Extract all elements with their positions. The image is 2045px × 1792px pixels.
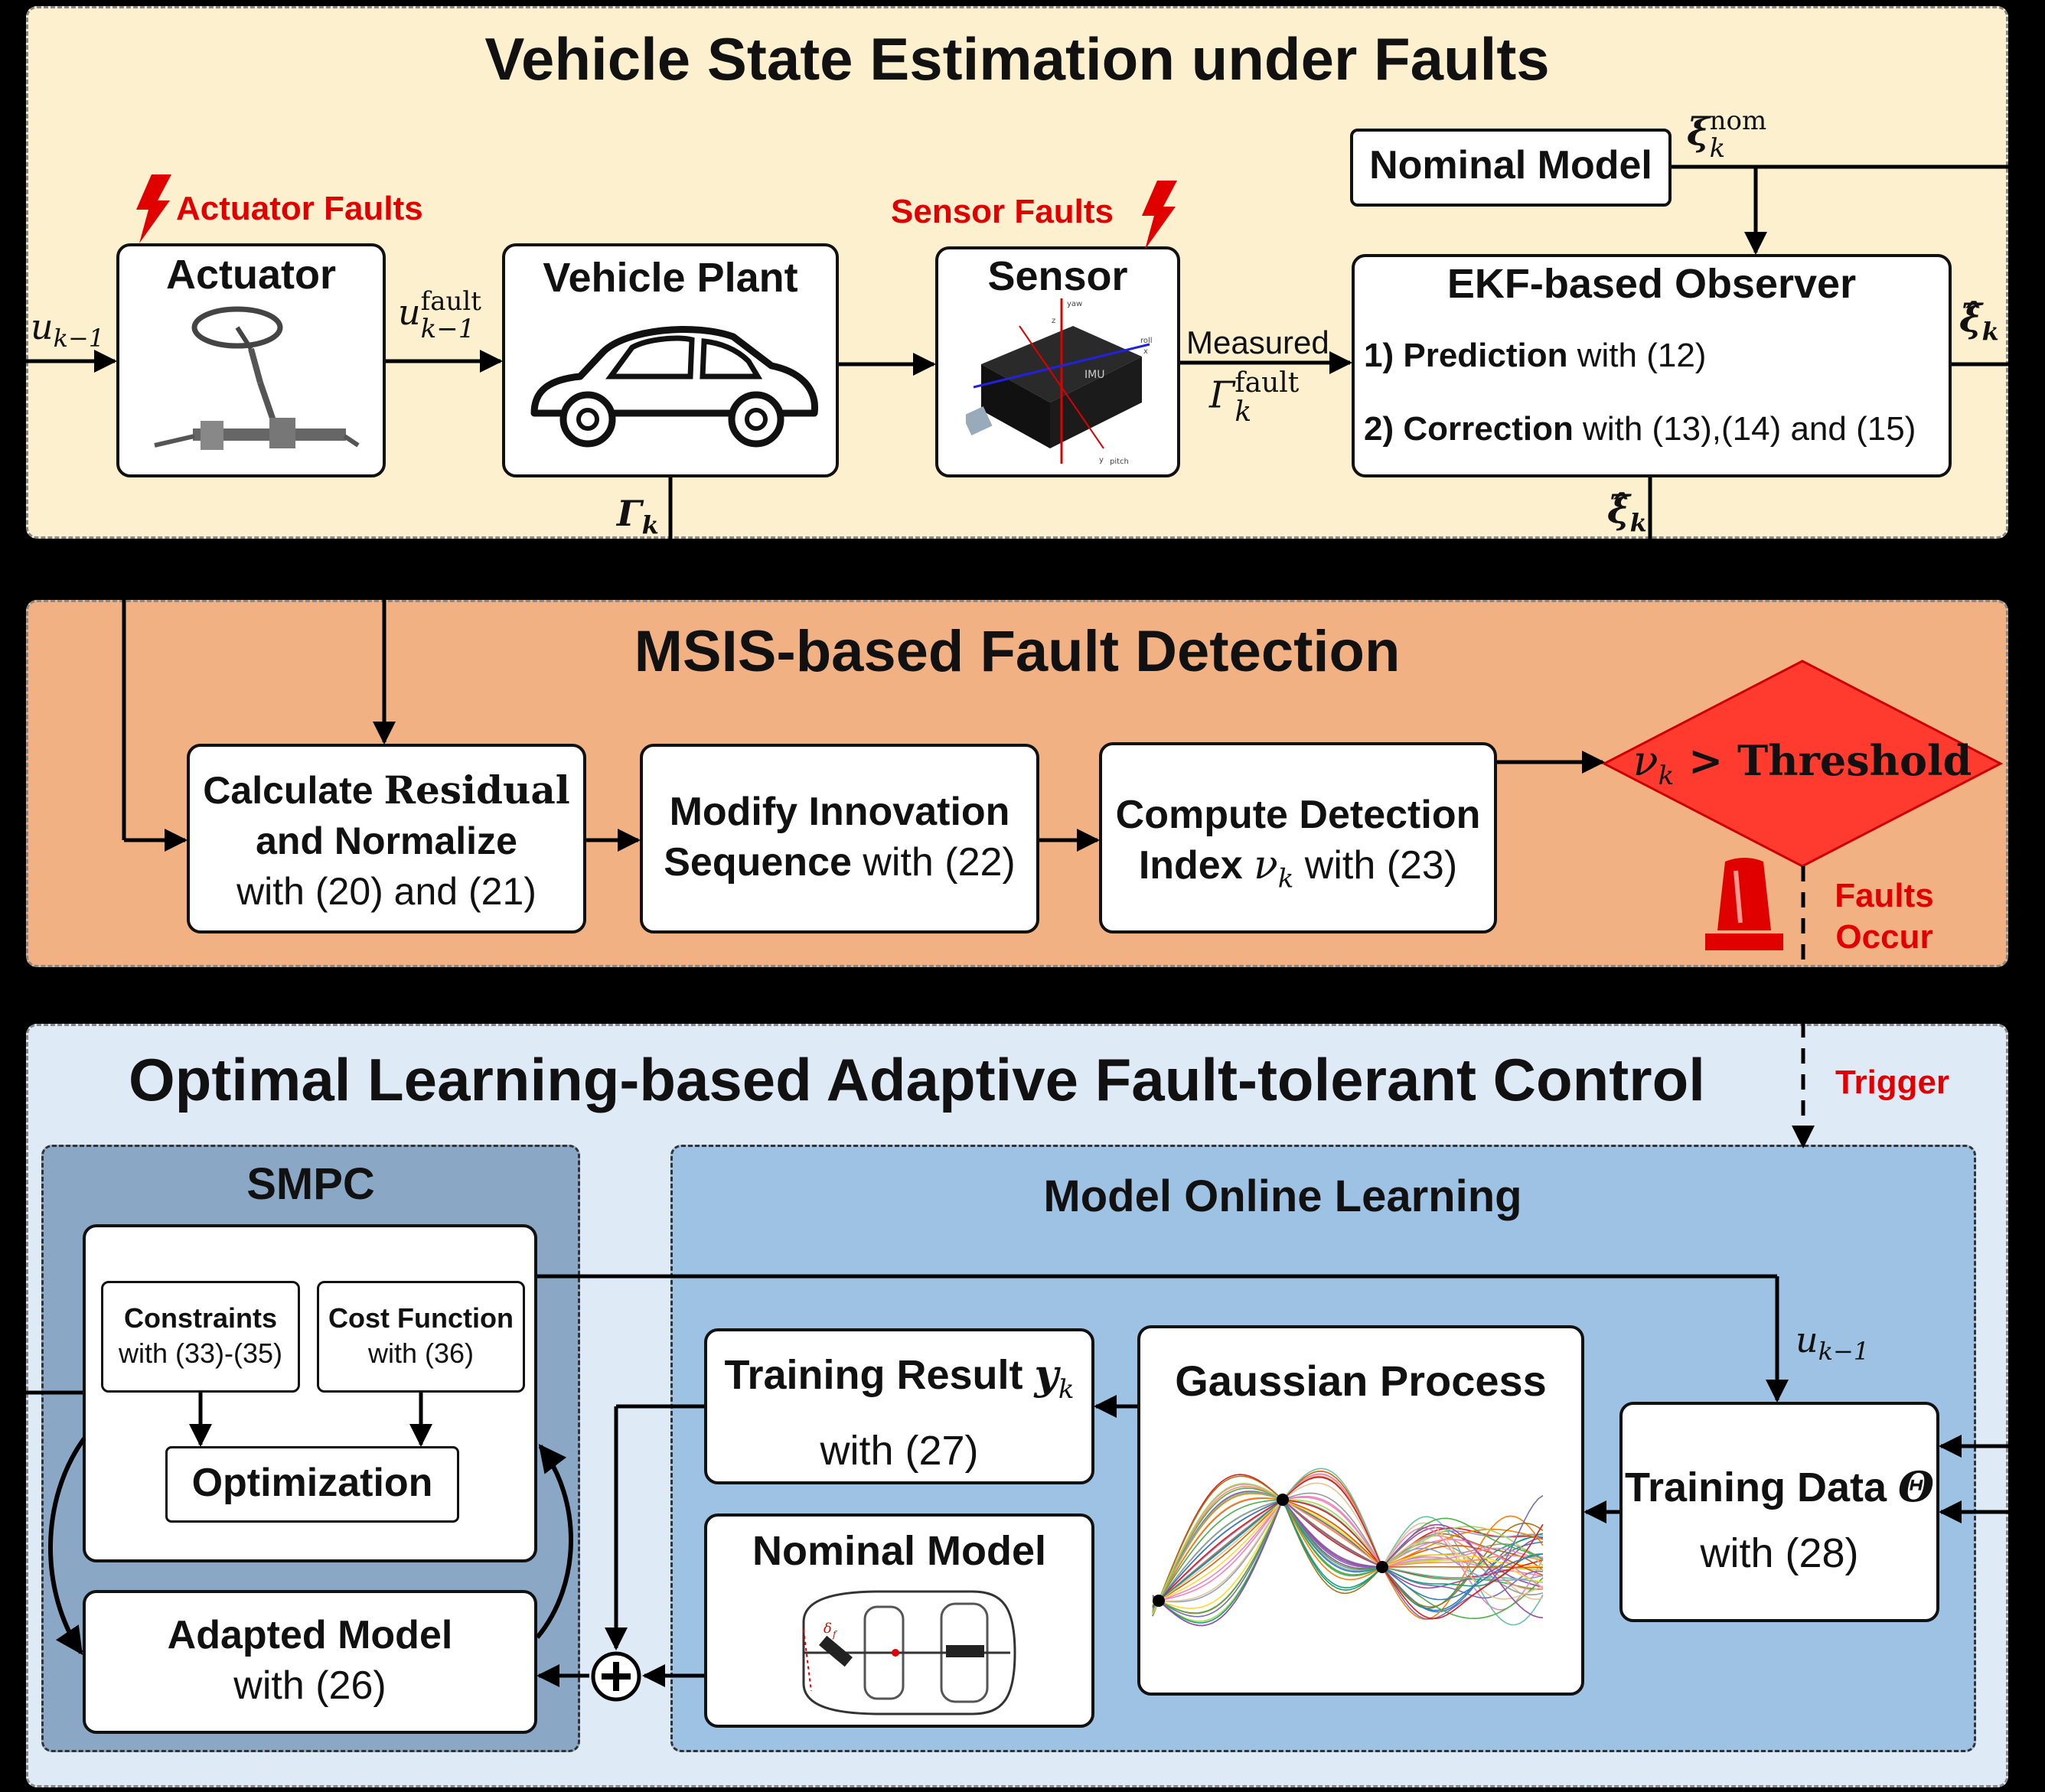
calculate-residual-text: Calculate Residual and Normalize with (2… [203, 767, 570, 913]
section1-title: Vehicle State Estimation under Faults [484, 25, 1550, 93]
gaussian-process-label: Gaussian Process [1175, 1357, 1547, 1405]
ekf-correction-step: 2) Correction with (13),(14) and (15) [1364, 410, 1916, 448]
u-k-1-bottom-label: uk−1 [1795, 1319, 1870, 1367]
calculate-residual-box [187, 744, 586, 933]
prediction-bold: 1) Prediction [1364, 337, 1568, 374]
faults-occur-label: Faults Occur [1835, 877, 1934, 956]
section3-title: Optimal Learning-based Adaptive Fault-to… [129, 1046, 1705, 1113]
svg-text:roll: roll [1140, 337, 1153, 345]
gp-training-point [1277, 1494, 1289, 1506]
gp-sample-curve [1152, 1487, 1544, 1620]
actuator-faults-label: Actuator Faults [176, 190, 423, 227]
gp-sample-curve [1152, 1468, 1544, 1614]
correction-bold: 2) Correction [1364, 410, 1574, 448]
gp-sample-curve [1152, 1499, 1543, 1611]
training-result-text: Training Result yk with (27) [724, 1350, 1075, 1474]
compute-detection-box [1099, 742, 1497, 933]
imu-illustration: IMU yaw roll pitch z x y [966, 298, 1153, 466]
constraints-box [101, 1281, 300, 1393]
xi-hat-output-label: ξ̂k [1959, 295, 1999, 346]
input-u-k-1-label: uk−1 [31, 306, 105, 354]
vehicle-plant-box [502, 243, 839, 477]
steering-system-illustration [154, 306, 360, 450]
nominal-model-box-top [1350, 129, 1672, 207]
gp-sample-curve [1152, 1497, 1544, 1611]
svg-text:yaw: yaw [1067, 300, 1082, 308]
model-online-learning-title: Model Online Learning [1043, 1171, 1522, 1221]
sensor-faults-label: Sensor Faults [891, 193, 1114, 230]
gp-sample-curve [1152, 1497, 1544, 1612]
nominal-model-label-bottom: Nominal Model [752, 1528, 1046, 1574]
gp-sample-curve [1152, 1500, 1544, 1608]
vehicle-topview-illustration: δ f [802, 1590, 1016, 1715]
gaussian-process-samples-plot [1152, 1468, 1544, 1627]
adapted-model-text: Adapted Model with (26) [167, 1613, 453, 1708]
gp-sample-curve [1152, 1491, 1544, 1614]
gp-sample-curve [1152, 1500, 1544, 1607]
optimization-label: Optimization [191, 1461, 433, 1505]
prediction-rest: with (12) [1567, 337, 1707, 374]
sensor-fault-lightning-icon [1142, 181, 1177, 249]
gp-sample-curve [1152, 1485, 1544, 1614]
gamma-k-label: Γk [617, 493, 659, 540]
measured-label: Measured [1186, 324, 1329, 360]
gp-sample-curve [1152, 1502, 1544, 1614]
optimization-box [165, 1446, 459, 1523]
vehicle-plant-label: Vehicle Plant [543, 255, 798, 301]
steering-angle-symbol: δ [824, 1621, 832, 1637]
imu-text: IMU [1084, 369, 1104, 381]
gp-sample-curve [1152, 1470, 1544, 1605]
actuator-label: Actuator [165, 252, 336, 298]
gp-sample-curve [1152, 1500, 1544, 1605]
modify-innovation-text: Modify Innovation Sequence with (22) [664, 790, 1016, 885]
gp-sample-curve [1152, 1501, 1544, 1603]
gp-training-point [1376, 1561, 1388, 1573]
xi-hat-feedback-label: ξ̂k [1607, 487, 1647, 537]
sensor-label: Sensor [987, 253, 1128, 299]
ekf-observer-title: EKF-based Observer [1447, 261, 1857, 307]
svg-text:pitch: pitch [1110, 458, 1129, 466]
gp-sample-curve [1152, 1503, 1544, 1627]
gp-sample-curve [1152, 1499, 1544, 1609]
trigger-label: Trigger [1835, 1064, 1950, 1101]
gp-training-point [1153, 1595, 1165, 1607]
gp-sample-curve [1152, 1492, 1544, 1609]
training-data-box [1619, 1402, 1939, 1622]
actuator-fault-lightning-icon [136, 174, 171, 243]
training-data-text: Training Data Θ with (28) [1624, 1462, 1935, 1576]
ekf-observer-box [1352, 254, 1952, 477]
correction-rest: with (13),(14) and (15) [1573, 410, 1916, 448]
svg-text:x: x [1143, 347, 1148, 356]
cost-function-text: Cost Function with (36) [328, 1302, 514, 1369]
steering-angle-sub: f [832, 1629, 838, 1640]
summing-junction-icon [591, 1651, 641, 1702]
adapted-model-box [83, 1590, 537, 1734]
ekf-prediction-step: 1) Prediction with (12) [1364, 337, 1706, 375]
alarm-light-icon [1705, 858, 1783, 950]
gp-sample-curve [1152, 1495, 1543, 1604]
compute-detection-text: Compute Detection Index νk with (23) [1115, 793, 1481, 894]
constraints-text: Constraints with (33)-(35) [118, 1302, 283, 1369]
car-drawing [530, 325, 818, 448]
training-result-box [704, 1328, 1094, 1484]
smpc-title: SMPC [246, 1159, 375, 1209]
nominal-model-label-top: Nominal Model [1369, 143, 1652, 187]
threshold-label: νk > Threshold [1632, 736, 1972, 791]
svg-text:z: z [1052, 317, 1055, 325]
svg-text:y: y [1099, 456, 1104, 464]
section2-title: MSIS-based Fault Detection [634, 619, 1401, 684]
gp-sample-curve [1152, 1476, 1544, 1620]
modify-innovation-box [640, 744, 1039, 933]
cost-function-box [317, 1281, 525, 1393]
